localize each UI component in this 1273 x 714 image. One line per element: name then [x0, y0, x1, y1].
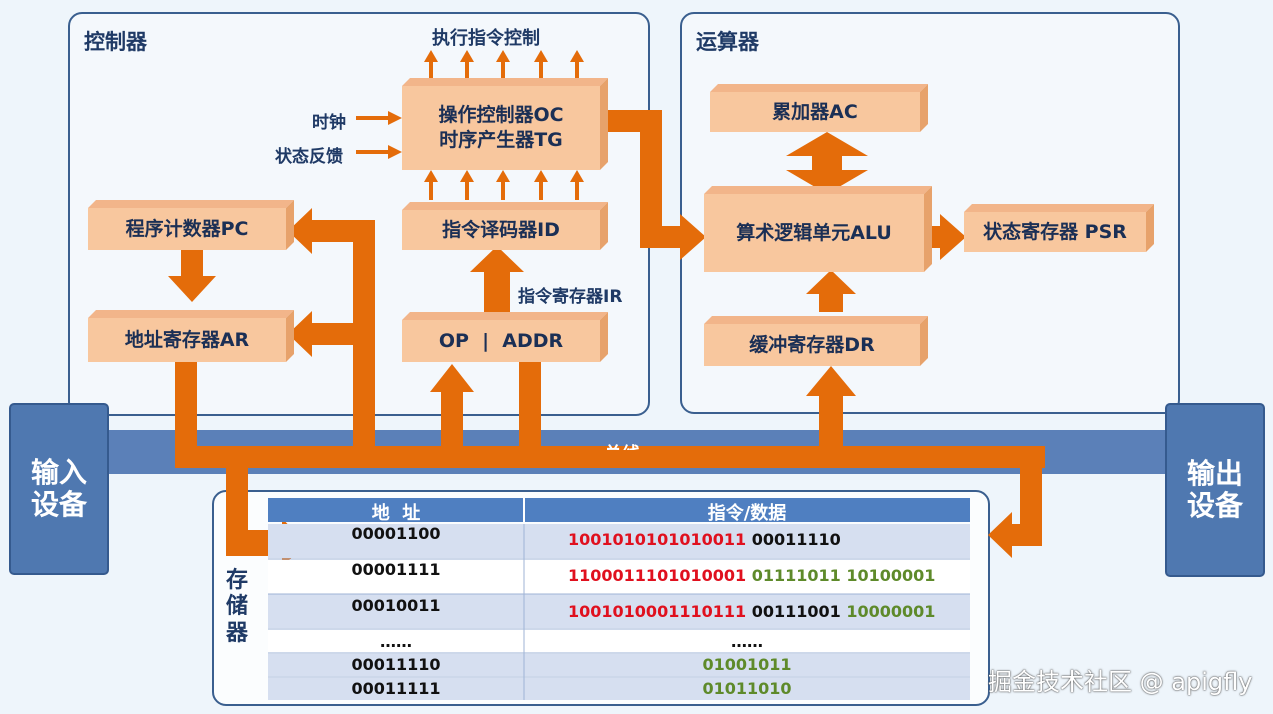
output-device-box — [1165, 403, 1265, 577]
value-segment: 00011110 — [746, 530, 841, 549]
input-device-label: 输入 设备 — [10, 404, 108, 574]
op-addr-box: OP | ADDR — [438, 329, 564, 352]
value-segment: 01111011 10100001 — [746, 566, 936, 585]
row-address: 00001111 — [351, 560, 441, 579]
value-segment: 1001010001110111 — [568, 602, 747, 621]
address-header: 地 址 — [371, 503, 421, 524]
row-value: …… — [524, 632, 970, 651]
memory-title-char: 存 — [225, 568, 248, 593]
oc-label: 操作控制器OC — [438, 104, 564, 127]
output-line2: 设备 — [1186, 489, 1243, 522]
instruction-data-header: 指令/数据 — [707, 503, 787, 524]
row-value: 1100011101010001 01111011 10100001 — [568, 566, 935, 585]
memory-title: 存 储 器 — [224, 568, 250, 647]
exec-control-arrows — [356, 50, 584, 200]
exec-control-label: 执行指令控制 — [432, 28, 540, 49]
clock-label: 时钟 — [312, 113, 346, 133]
input-line1: 输入 — [30, 455, 87, 489]
output-line1: 输出 — [1186, 456, 1243, 490]
ac-box: 累加器AC — [772, 100, 858, 123]
psr-box: 状态寄存器 PSR — [983, 220, 1127, 243]
status-feedback-label: 状态反馈 — [275, 147, 343, 167]
row-address: 00011110 — [351, 655, 441, 674]
value-segment: 10000001 — [846, 602, 936, 621]
input-device-box — [9, 403, 109, 575]
row-value: 1001010001110111 00111001 10000001 — [568, 602, 935, 621]
value-segment: 01001011 — [702, 655, 792, 674]
value-segment: 1100011101010001 — [568, 566, 747, 585]
output-device-label: 输出 设备 — [1166, 404, 1264, 576]
component-boxes — [88, 78, 1154, 366]
ar-box: 地址寄存器AR — [124, 328, 250, 351]
value-segment: …… — [731, 632, 763, 651]
row-address: 00010011 — [351, 596, 441, 615]
watermark: 掘金技术社区 @ apigfly — [988, 668, 1253, 696]
dr-box: 缓冲寄存器DR — [749, 333, 875, 356]
memory-title-char: 储 — [225, 594, 248, 620]
alu-unit-title: 运算器 — [696, 30, 759, 54]
value-segment: 1001010101010011 — [568, 530, 747, 549]
row-value: 1001010101010011 00011110 — [568, 530, 841, 549]
tg-label: 时序产生器TG — [439, 129, 563, 151]
oc-tg-box: 操作控制器OC 时序产生器TG — [402, 86, 600, 170]
alu-box: 算术逻辑单元ALU — [736, 221, 892, 244]
ir-label: 指令寄存器IR — [518, 287, 623, 307]
pc-box: 程序计数器PC — [125, 217, 249, 240]
value-segment: 00111001 — [746, 602, 847, 621]
input-line2: 设备 — [30, 488, 87, 521]
row-address: …… — [380, 632, 412, 651]
bus-label: 总线 — [604, 440, 640, 450]
id-box: 指令译码器ID — [442, 218, 560, 241]
row-value: 01011010 — [524, 679, 970, 698]
row-value: 01001011 — [524, 655, 970, 674]
value-segment: 01011010 — [702, 679, 792, 698]
row-address: 00001100 — [351, 524, 441, 543]
memory-table-grid — [268, 498, 970, 700]
data-paths — [168, 110, 1045, 568]
controller-title: 控制器 — [84, 30, 147, 54]
row-address: 00011111 — [351, 679, 441, 698]
memory-title-char: 器 — [225, 620, 248, 646]
